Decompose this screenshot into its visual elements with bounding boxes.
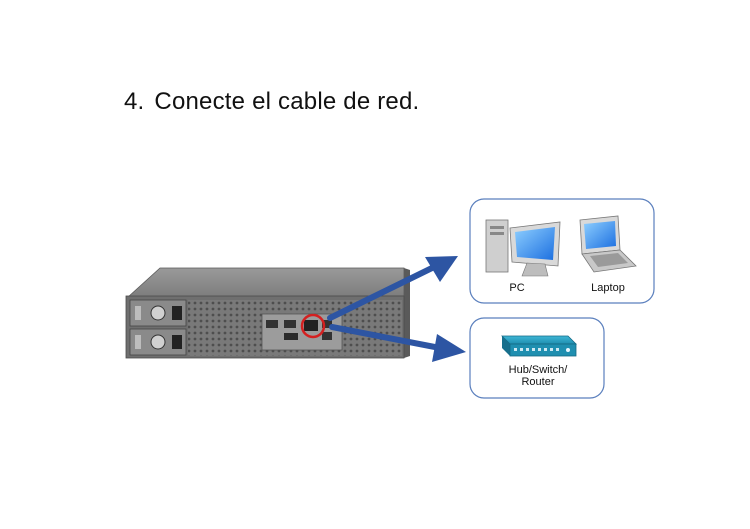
pc-icon [485,219,561,277]
step-number: 4. [124,88,145,115]
nas-server-rear [125,267,410,359]
hub-label-line2: Router [521,376,555,388]
lan-port-highlight [300,313,326,339]
step-text: Conecte el cable de red. [154,88,420,115]
pc-label: PC [509,282,525,294]
step-instruction: 4. Conecte el cable de red. [124,88,419,116]
io-panel [261,313,343,351]
laptop-label: Laptop [591,282,625,294]
arrow-to-computers [327,256,458,321]
hub-label-line1: Hub/Switch/ [508,364,568,376]
hub-switch-router-icon [501,335,577,357]
laptop-icon [579,215,637,273]
arrow-to-hub [329,324,466,362]
power-supply-units [129,299,187,356]
